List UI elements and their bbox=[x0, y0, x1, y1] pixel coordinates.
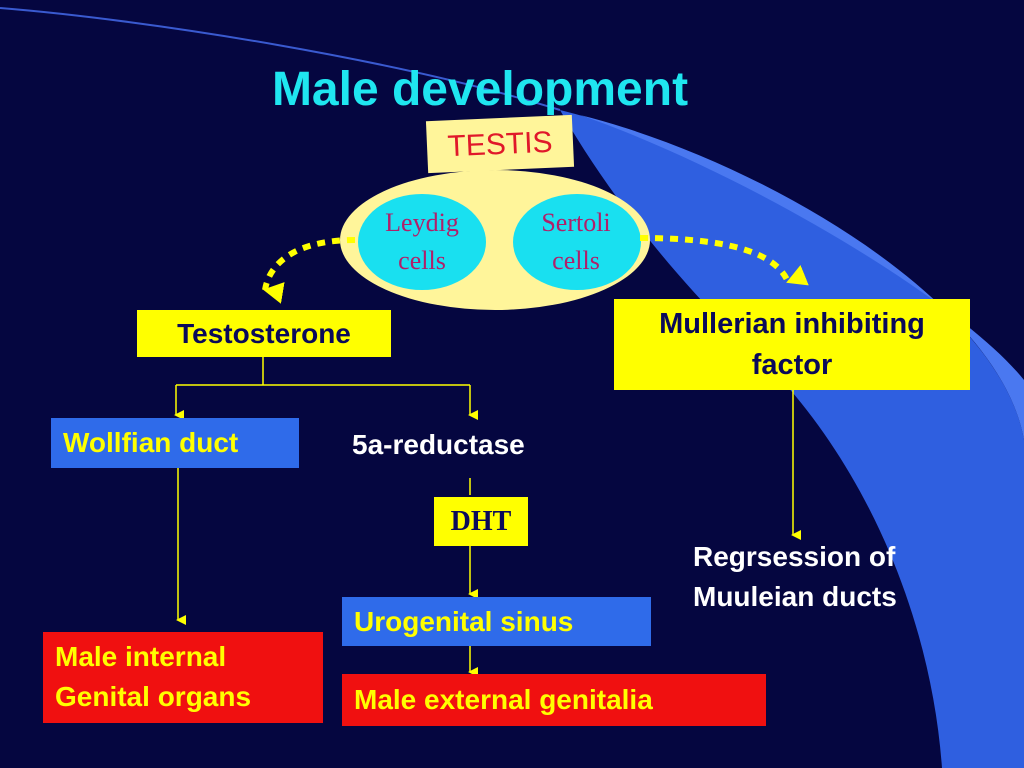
male-internal-genital-organs-box: Male internal Genital organs bbox=[43, 632, 323, 723]
regression-label: Regrsession of Muuleian ducts bbox=[693, 541, 897, 612]
testis-label: TESTIS bbox=[425, 114, 575, 174]
swoosh-shape bbox=[560, 110, 1024, 768]
testosterone-box: Testosterone bbox=[137, 310, 391, 357]
sertoli-cells-label: Sertoli cells bbox=[541, 208, 611, 275]
slide-title: Male development bbox=[271, 63, 689, 116]
urogenital-sinus-box: Urogenital sinus bbox=[342, 597, 651, 646]
sertoli-cells-shape bbox=[513, 194, 641, 290]
leydig-cells-label: Leydig cells bbox=[385, 208, 459, 275]
wolffian-duct-box: Wollfian duct bbox=[51, 418, 299, 468]
dht-box: DHT bbox=[434, 497, 528, 546]
mullerian-inhibiting-factor-box: Mullerian inhibiting factor bbox=[614, 299, 970, 390]
leydig-cells-shape bbox=[358, 194, 486, 290]
reductase-label: 5a-reductase bbox=[352, 429, 525, 460]
dotted-arrow-to-testosterone bbox=[262, 237, 356, 304]
decorative-arc-line bbox=[0, 7, 561, 111]
male-external-genitalia-box: Male external genitalia bbox=[342, 674, 766, 726]
